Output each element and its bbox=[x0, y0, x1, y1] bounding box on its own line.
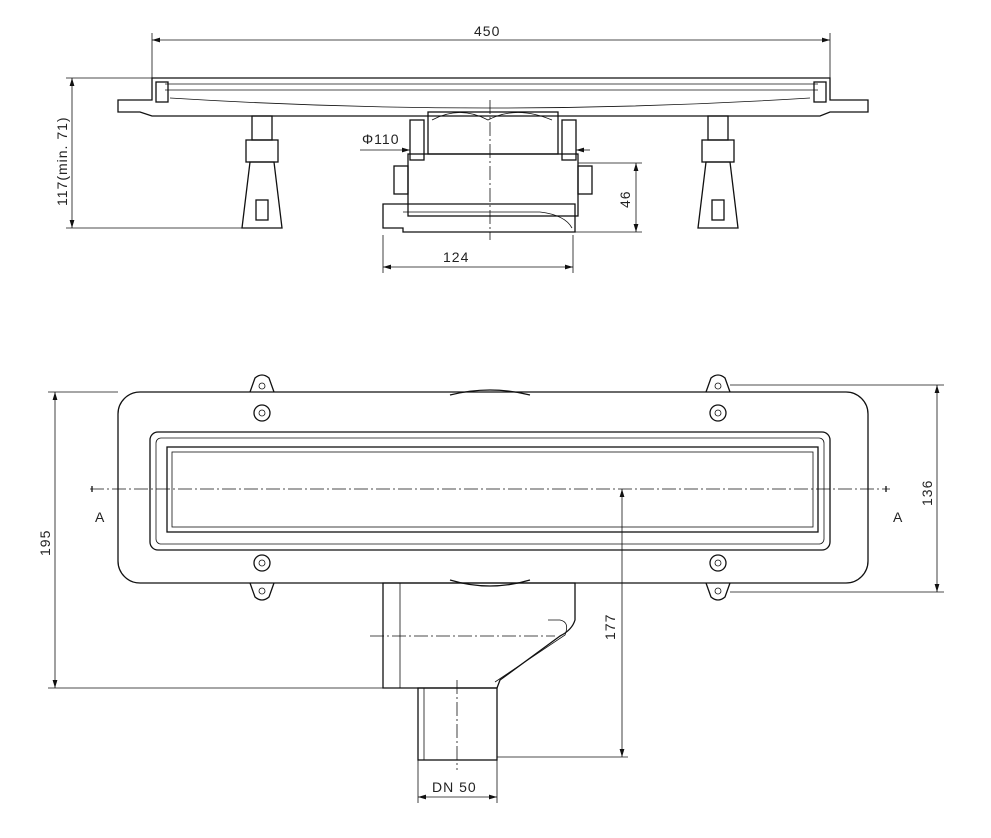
section-mark-right: A bbox=[893, 509, 903, 525]
grate bbox=[166, 446, 819, 533]
mounting-lugs bbox=[249, 374, 731, 601]
dim-label-136: 136 bbox=[919, 480, 935, 506]
dim-label-46: 46 bbox=[617, 190, 633, 208]
section-mark-left: A bbox=[95, 509, 105, 525]
dim-label-195: 195 bbox=[37, 530, 53, 556]
elevation-view: 450 bbox=[54, 23, 869, 273]
dim-label-177: 177 bbox=[602, 614, 618, 640]
dim-label-dn50: DN 50 bbox=[432, 779, 477, 795]
outlet-plan bbox=[370, 582, 576, 770]
drain-flange bbox=[117, 391, 869, 584]
adjustable-foot-right bbox=[697, 115, 739, 229]
dim-label-diameter: Φ110 bbox=[362, 131, 400, 147]
dim-label-117: 117(min. 71) bbox=[54, 116, 70, 206]
outlet-body bbox=[382, 100, 593, 240]
plan-view: A A 195 136 177 DN 50 bbox=[37, 374, 944, 803]
dim-label-450: 450 bbox=[474, 23, 500, 39]
adjustable-foot-left bbox=[241, 115, 283, 229]
dim-label-124: 124 bbox=[443, 249, 469, 265]
